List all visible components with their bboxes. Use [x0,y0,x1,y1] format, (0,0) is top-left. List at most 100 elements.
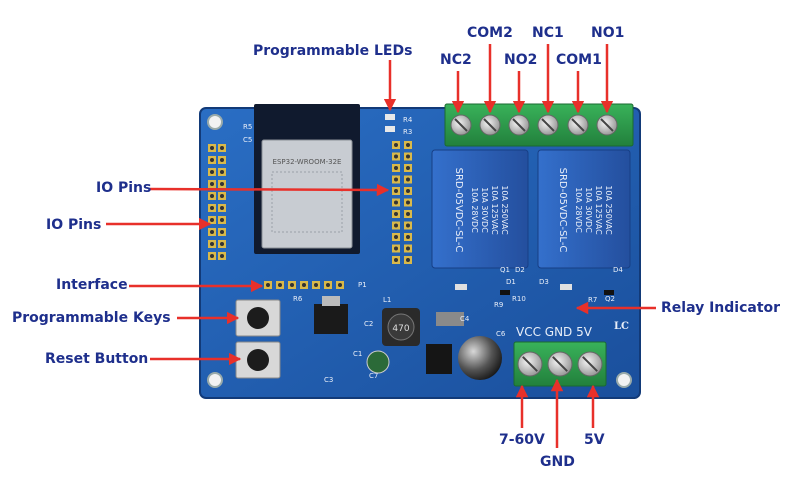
screw-slot [582,356,598,372]
header-pin [406,212,410,216]
small-cap [366,350,390,374]
silk-ref: D1 [506,278,516,286]
header-pin [210,158,214,162]
power-terminal-silk: VCC GND 5V [516,325,593,339]
header-pin [394,143,398,147]
io-header-outer [208,144,226,260]
header-pin [220,254,224,258]
label-io-pins-inner: IO Pins [96,180,152,196]
header-pin [210,194,214,198]
relay-terminal-block [444,103,634,147]
relay-2: 10A 250VAC 10A 125VAC 10A 30VDC 10A 28VD… [431,149,529,269]
label-com2: COM2 [467,25,513,41]
header-pin [394,200,398,205]
callout-arrow [149,183,390,197]
mounting-hole [616,372,632,388]
screw-slot [483,118,497,132]
header-pin [406,177,410,182]
silk-ref: R5 [243,123,252,131]
header-pin [406,235,410,239]
label-relay-indicator: Relay Indicator [661,300,781,316]
silk-ref: D2 [515,266,525,274]
silk-ref: R10 [512,295,526,303]
header-pin [210,242,214,246]
interface-header [264,281,344,289]
label-no1: NO1 [591,25,625,41]
relay-1-rating-2: 10A 125VAC [594,185,603,235]
header-pin [406,200,410,205]
header-pin [394,166,398,170]
header-pin [406,223,410,228]
silk-ref: C5 [243,136,252,144]
relay-1-rating-1: 10A 250VAC [604,185,613,235]
silk-ref: R4 [403,116,413,124]
mounting-hole [207,372,223,388]
silk-ref: C6 [496,330,506,338]
header-pin [290,283,294,287]
reset-key [235,341,281,379]
silk-ref: L1 [383,296,391,304]
header-pin [220,170,224,174]
silk-ref: C7 [369,372,378,380]
tantalum-cap [436,312,464,326]
programmable-leds [385,114,395,132]
header-pin [394,154,398,159]
electrolytic-cap [458,336,502,380]
header-pin [210,182,214,186]
header-pin [302,283,306,287]
screw-slot [454,118,468,132]
header-pin [210,206,214,210]
silk-ref: R3 [403,128,412,136]
silk-ref: R7 [588,296,597,304]
screw-slot [552,356,568,372]
header-pin [220,206,224,210]
ic-chip [426,344,452,374]
header-pin [220,194,224,198]
silk-ref: Q2 [605,295,615,303]
mounting-hole [207,114,223,130]
relay-indicator-leds [455,284,614,295]
header-pin [326,283,330,287]
header-pin [394,177,398,182]
header-pin [210,254,214,258]
esp32-module: ESP32-WROOM-32E [254,104,360,254]
screw-slot [522,356,538,372]
label-io-pins-outer: IO Pins [46,217,102,233]
relay-1-model: SRD-05VDC-SL-C [557,168,568,253]
inductor-value: 470 [392,324,409,334]
relay-2-rating-1: 10A 250VAC [500,185,509,235]
silk-ref: R6 [293,295,303,303]
header-pin [220,182,224,186]
label-no2: NO2 [504,52,538,68]
header-pin [220,242,224,246]
header-pin [394,212,398,216]
inductor: 470 [382,308,420,346]
header-pin [394,223,398,228]
header-pin [406,143,410,147]
relay-2-rating-2: 10A 125VAC [490,185,499,235]
header-pin [220,146,224,150]
relay-2-rating-4: 10A 28VDC [470,187,479,233]
header-pin [266,283,270,287]
header-pin [278,283,282,287]
header-pin [394,258,398,262]
silk-ref: C3 [324,376,333,384]
header-pin [406,189,410,193]
io-header-inner [392,141,412,264]
relay-2-rating-3: 10A 30VDC [480,187,489,233]
header-pin [338,283,342,287]
silk-ref: D3 [539,278,549,286]
label-interface: Interface [56,277,128,293]
header-pin [210,170,214,174]
header-pin [210,146,214,150]
header-pin [394,189,398,193]
board-logo: LC [614,321,629,332]
silk-ref: R9 [494,301,503,309]
header-pin [220,230,224,234]
label-programmable-leds: Programmable LEDs [253,43,413,59]
silk-ref: P1 [358,281,367,289]
header-pin [220,218,224,222]
header-pin [210,230,214,234]
silk-ref: C2 [364,320,373,328]
label-5v: 5V [584,432,605,448]
